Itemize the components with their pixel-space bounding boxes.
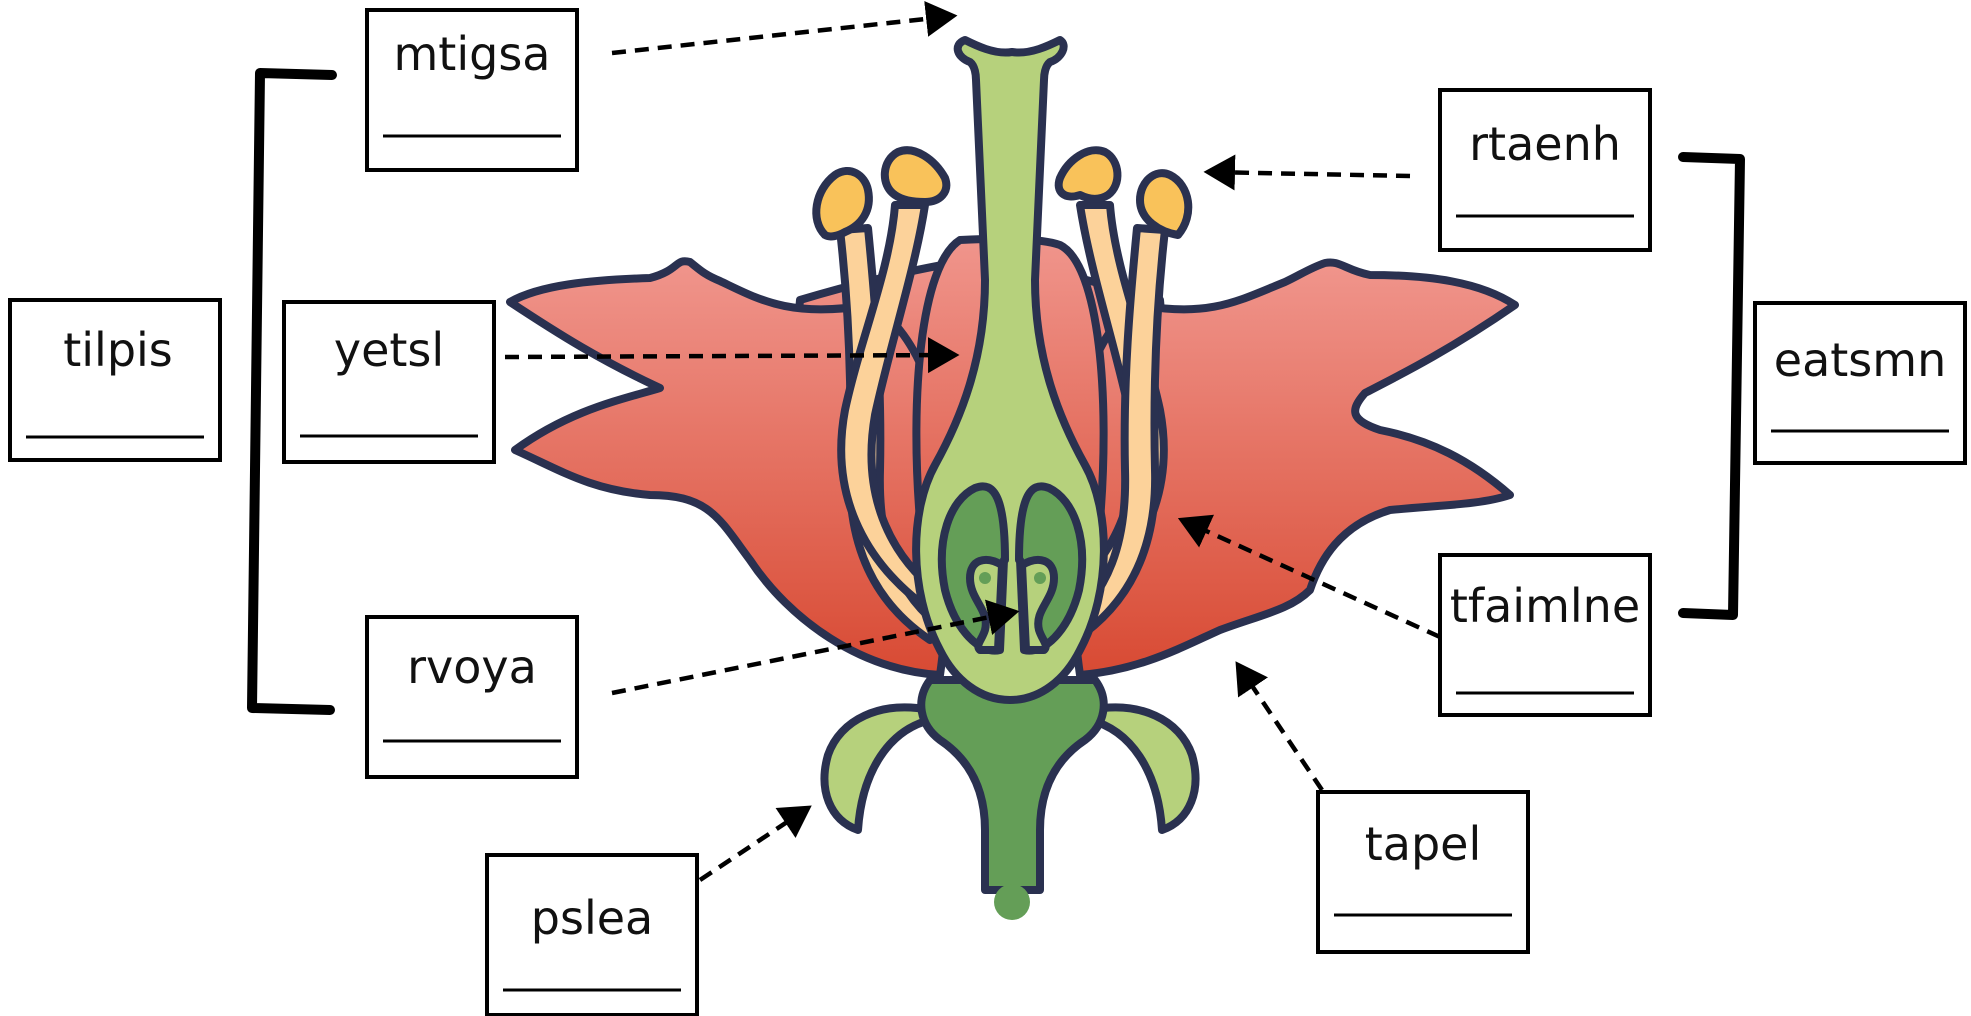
label-ovary[interactable]: rvoya — [367, 617, 577, 777]
arrow-to-sepal — [700, 808, 808, 880]
receptacle — [921, 680, 1103, 890]
label-sepal-text: pslea — [531, 891, 653, 945]
arrow-to-stigma — [612, 16, 953, 53]
ovule-dot-right — [1034, 572, 1046, 584]
label-pistil[interactable]: tilpis — [10, 300, 220, 460]
stamen-bracket — [1683, 157, 1740, 615]
flower-illustration — [510, 40, 1515, 920]
label-stamen[interactable]: eatsmn — [1755, 303, 1965, 463]
label-style[interactable]: yetsl — [284, 302, 494, 462]
label-style-text: yetsl — [334, 323, 444, 377]
label-anther-text: rtaenh — [1469, 117, 1621, 171]
label-filament-text: tfaimlne — [1450, 579, 1640, 633]
label-sepal[interactable]: pslea — [487, 855, 697, 1015]
label-ovary-text: rvoya — [407, 640, 537, 694]
label-stamen-text: eatsmn — [1774, 333, 1946, 387]
label-stigma[interactable]: mtigsa — [367, 10, 577, 170]
sepal-right — [1090, 707, 1195, 830]
label-pistil-text: tilpis — [63, 323, 173, 377]
label-stigma-text: mtigsa — [394, 27, 551, 81]
label-filament[interactable]: tfaimlne — [1440, 555, 1650, 715]
label-petal-text: tapel — [1365, 817, 1482, 871]
anther-3 — [1059, 150, 1118, 199]
anther-2 — [885, 150, 947, 202]
ovule-dot-left — [979, 572, 991, 584]
arrow-to-anther — [1208, 172, 1410, 176]
label-anther[interactable]: rtaenh — [1440, 90, 1650, 250]
sepal-left — [825, 707, 930, 830]
label-petal[interactable]: tapel — [1318, 792, 1528, 952]
stem-tip — [994, 884, 1030, 920]
arrow-to-petal — [1238, 665, 1322, 790]
